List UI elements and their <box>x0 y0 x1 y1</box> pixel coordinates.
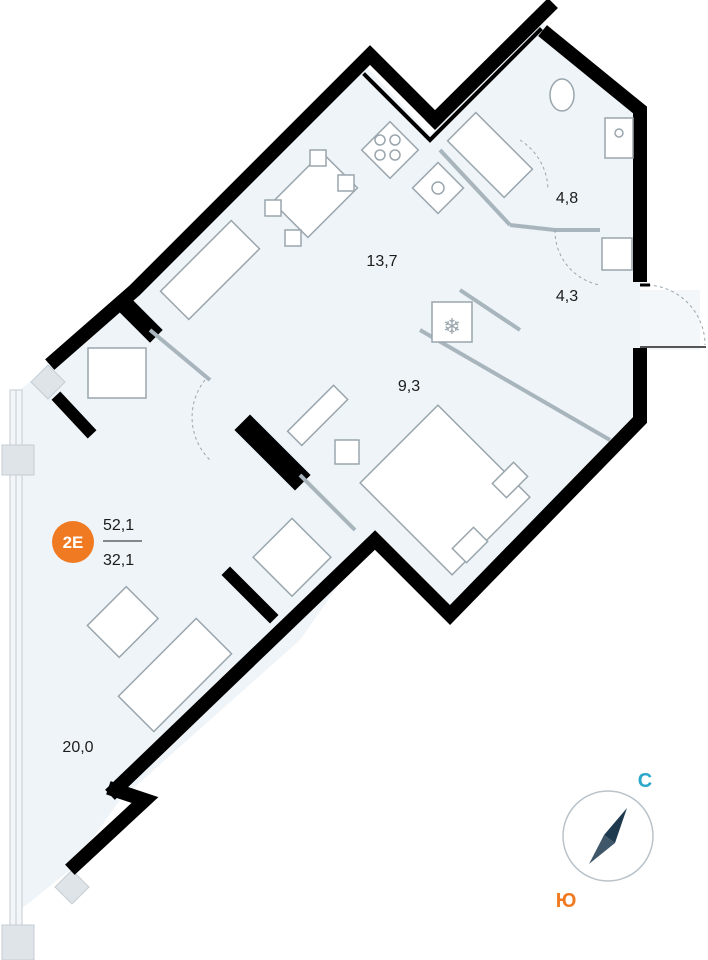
unit-badge-label: 2E <box>63 533 84 552</box>
compass-north-label: С <box>638 770 652 792</box>
entrance-door[interactable] <box>640 283 706 348</box>
room-area-hall: 4,3 <box>556 288 578 305</box>
unit-badge-circle <box>52 521 94 563</box>
compass-south-label: Ю <box>556 890 577 912</box>
partitions <box>148 148 612 532</box>
room-area-bath: 4,8 <box>556 190 578 207</box>
unit-badge: 2E <box>52 521 94 563</box>
room-area-living: 20,0 <box>62 739 93 756</box>
living-area: 32,1 <box>103 552 134 569</box>
compass-needle-north <box>604 808 627 843</box>
fridge-icon: ❄ <box>443 315 461 340</box>
compass-needle-south <box>589 835 615 864</box>
compass-ring <box>562 790 654 882</box>
compass: С Ю <box>556 770 654 912</box>
total-area: 52,1 <box>103 517 134 534</box>
door-swings <box>191 139 706 461</box>
room-area-bedroom: 9,3 <box>398 378 420 395</box>
room-area-kitchen: 13,7 <box>366 253 397 270</box>
walls <box>45 0 647 875</box>
furniture <box>86 78 634 733</box>
balcony-glazing <box>1 364 90 960</box>
